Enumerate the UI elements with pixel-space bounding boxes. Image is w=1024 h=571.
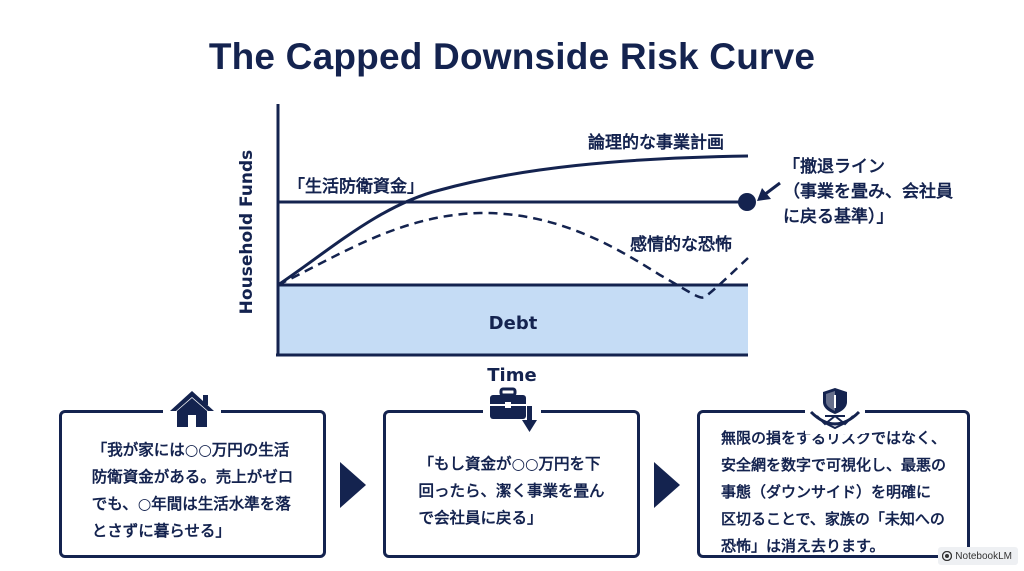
exit-arrow-shaft — [763, 181, 781, 197]
info-box-household-fund: 「我が家には○○万円の生活 防衛資金がある。売上がゼロ でも、○年間は生活水準を… — [59, 410, 326, 558]
exit-label-line-1: 「撤退ライン — [783, 156, 885, 177]
emotional-fear-label: 感情的な恐怖 — [630, 234, 732, 255]
exit-label-line-3: に戻る基準）」 — [783, 206, 894, 227]
notebooklm-logo-icon — [942, 551, 953, 561]
exit-point-marker — [738, 193, 756, 211]
info-box-text: 「我が家には○○万円の生活 防衛資金がある。売上がゼロ でも、○年間は生活水準を… — [91, 441, 294, 540]
info-box-safety-net: 無限の損をするリスクではなく、 安全網を数字で可視化し、最悪の 事態（ダウンサイ… — [697, 410, 970, 558]
brand-label: NotebookLM — [955, 550, 1012, 562]
logical-plan-curve — [277, 154, 749, 287]
emotional-fear-curve — [277, 211, 749, 299]
y-axis-label: Household Funds — [237, 150, 257, 315]
exit-arrow-head — [757, 188, 771, 201]
home-icon — [163, 386, 221, 432]
info-box-text: 無限の損をするリスクではなく、 安全網を数字で可視化し、最悪の 事態（ダウンサイ… — [720, 428, 946, 555]
brand-badge: NotebookLM — [938, 547, 1018, 565]
debt-band — [278, 285, 748, 355]
risk-curve-diagram: Debt Household Funds Time 「生活防衛資金」 論理的な事… — [237, 104, 953, 386]
page-title: The Capped Downside Risk Curve — [208, 36, 816, 77]
x-axis-label: Time — [487, 365, 536, 386]
logical-plan-label: 論理的な事業計画 — [588, 132, 724, 153]
exit-label-line-2: （事業を畳み、会社員 — [783, 181, 953, 202]
threshold-label: 「生活防衛資金」 — [288, 176, 424, 197]
info-box-text: 「もし資金が○○万円を下 回ったら、潔く事業を畳ん で会社員に戻る」 — [418, 454, 605, 527]
shield-net-icon — [805, 384, 865, 434]
chevron-right-icon — [340, 462, 366, 508]
chevron-right-icon — [654, 462, 680, 508]
briefcase-down-icon — [483, 384, 541, 436]
debt-label: Debt — [489, 313, 538, 334]
